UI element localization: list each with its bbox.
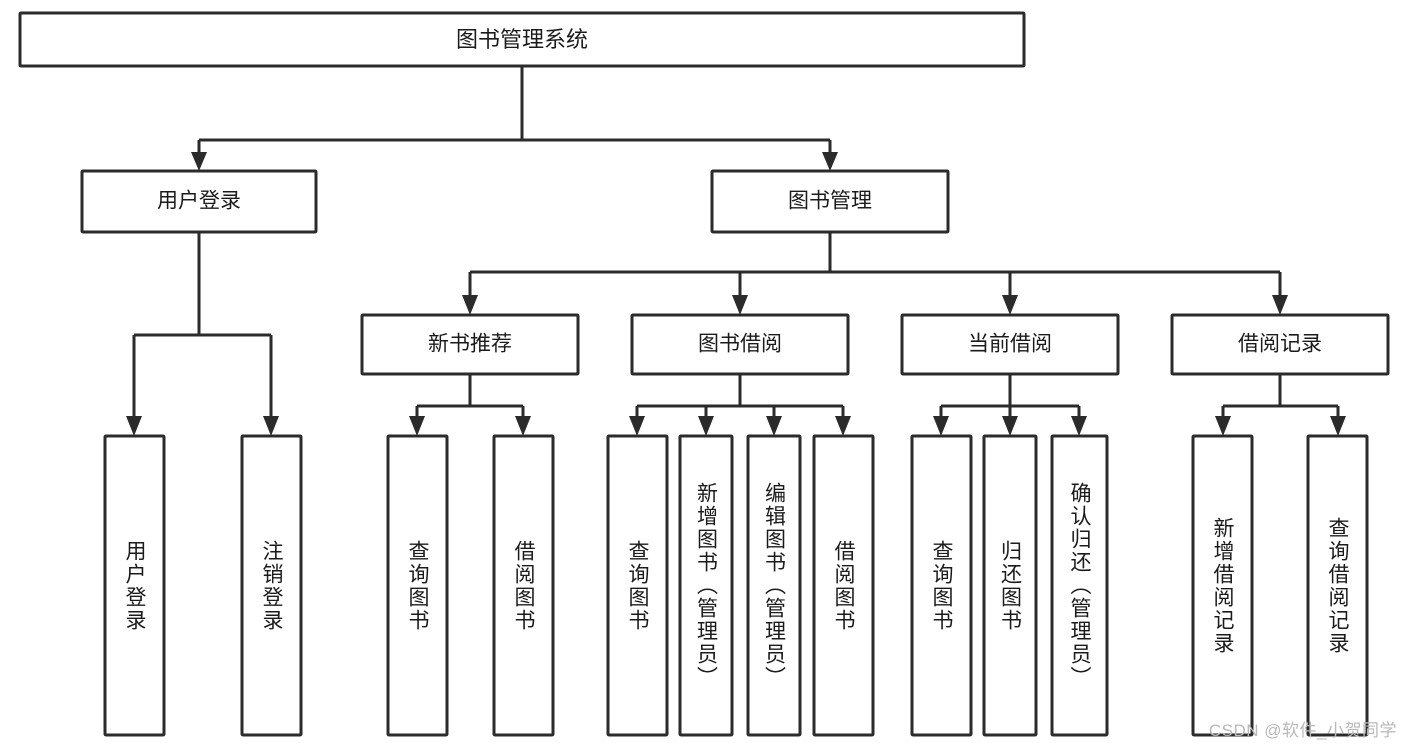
arrow-to-book-borrow	[732, 295, 748, 315]
leaf-logout[interactable]	[240, 434, 303, 737]
node-book-borrow[interactable]	[630, 313, 850, 376]
node-book-management[interactable]	[710, 169, 950, 234]
node-user-login[interactable]	[80, 169, 318, 234]
node-book-borrow-label: 图书借阅	[698, 333, 782, 356]
arrow-leaf-borrow-query	[629, 416, 645, 436]
node-new-book-recommend[interactable]	[360, 313, 580, 376]
leaf-records-query-record[interactable]	[1306, 434, 1369, 737]
leaf-borrow-edit-book-admin[interactable]	[746, 434, 802, 737]
leaf-newbook-query-book[interactable]	[386, 434, 449, 737]
arrow-leaf-borrow-borrow	[835, 416, 851, 436]
arrow-to-current-borrow	[1002, 295, 1018, 315]
csdn-watermark: CSDN @软件_小贺同学	[1208, 721, 1397, 740]
arrow-leaf-records-query	[1330, 416, 1346, 436]
leaf-current-confirm-return-admin[interactable]	[1050, 434, 1109, 737]
node-borrow-records-label: 借阅记录	[1238, 333, 1322, 356]
node-root-system[interactable]	[18, 11, 1026, 68]
arrow-leaf-newbook-borrow	[515, 416, 531, 436]
leaf-current-query-book[interactable]	[910, 434, 973, 737]
arrow-leaf-records-add	[1215, 416, 1231, 436]
node-book-management-label: 图书管理	[788, 190, 872, 213]
node-group: 图书管理系统 用户登录 图书管理 新书推荐 图书借阅 当前借阅 借阅记录	[18, 11, 1390, 737]
node-new-book-recommend-label: 新书推荐	[428, 333, 512, 356]
arrow-leaf-borrow-edit	[766, 416, 782, 436]
leaf-borrow-add-book-admin[interactable]	[678, 434, 734, 737]
leaf-borrow-query-book[interactable]	[606, 434, 669, 737]
leaf-records-add-record[interactable]	[1191, 434, 1254, 737]
arrow-leaf-logout	[263, 416, 279, 436]
node-current-borrow-label: 当前借阅	[968, 333, 1052, 356]
edge-group	[126, 66, 1346, 436]
leaf-current-return-book[interactable]	[982, 434, 1038, 737]
arrow-leaf-current-return	[1002, 416, 1018, 436]
leaf-borrow-borrow-book[interactable]	[812, 434, 875, 737]
arrow-leaf-borrow-add	[698, 416, 714, 436]
node-user-login-label: 用户登录	[157, 190, 241, 213]
leaf-user-login[interactable]	[103, 434, 166, 737]
arrow-leaf-newbook-query	[409, 416, 425, 436]
arrow-to-borrow-records	[1272, 295, 1288, 315]
node-borrow-records[interactable]	[1170, 313, 1390, 376]
node-root-system-label: 图书管理系统	[456, 27, 588, 52]
arrow-leaf-user-login	[126, 416, 142, 436]
arrow-to-user-login	[191, 152, 207, 171]
arrow-to-new-book-recommend	[462, 295, 478, 315]
arrow-leaf-current-query	[933, 416, 949, 436]
arrow-to-book-mgmt	[822, 152, 838, 171]
leaf-newbook-borrow-book[interactable]	[492, 434, 555, 737]
node-current-borrow[interactable]	[900, 313, 1120, 376]
arrow-leaf-current-confirm	[1071, 416, 1087, 436]
